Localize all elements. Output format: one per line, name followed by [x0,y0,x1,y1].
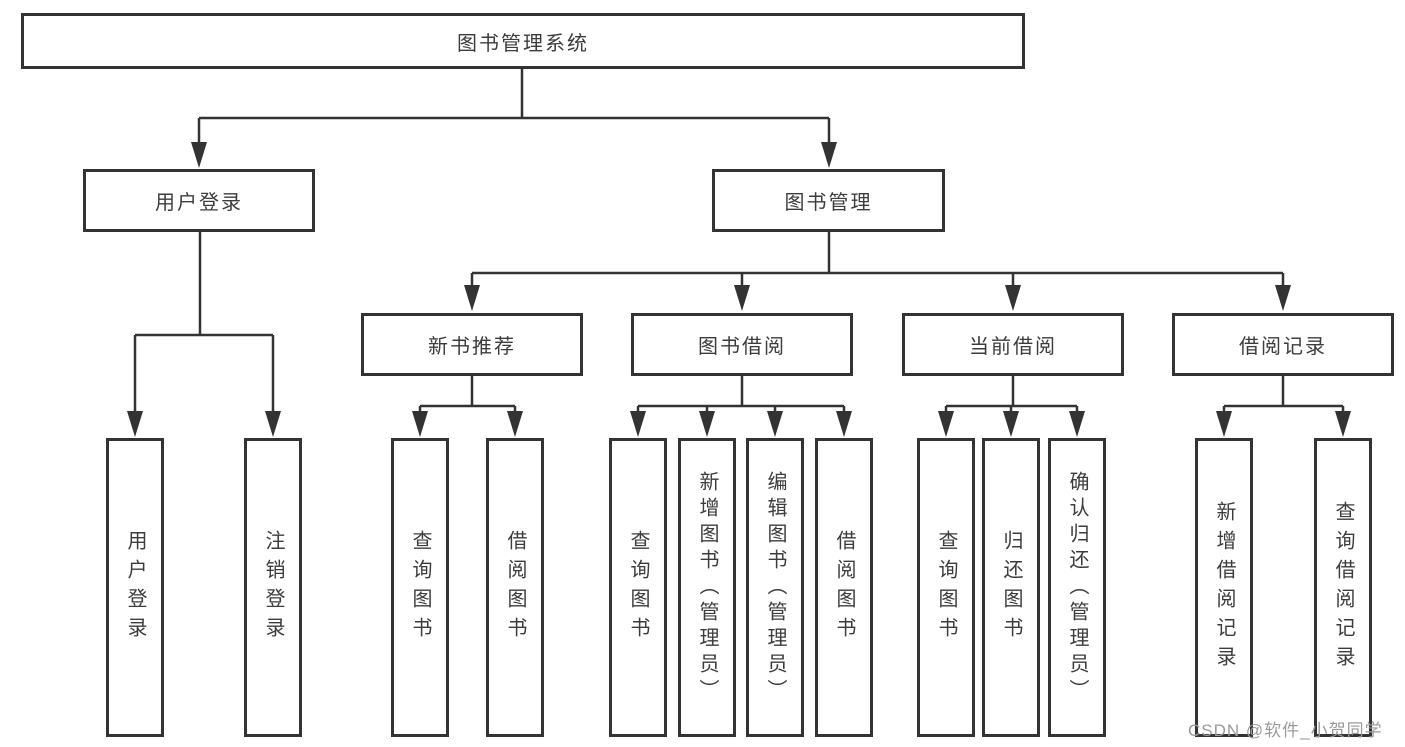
csdn-watermark: CSDN @软件_小贺同学 [1188,721,1383,740]
leaf-node: 确认归还（管理员） [1048,438,1106,737]
leaf-node: 新增借阅记录 [1195,438,1253,737]
leaf-node: 用户登录 [106,438,164,737]
leaf-node: 查询图书 [391,438,449,737]
leaf-node: 新增图书（管理员） [678,438,736,737]
node-borrow-records: 借阅记录 [1172,313,1394,376]
node-root: 图书管理系统 [21,13,1025,69]
leaf-node: 借阅图书 [486,438,544,737]
node-book-management: 图书管理 [712,169,945,232]
leaf-node: 注销登录 [244,438,302,737]
node-new-book-recommend: 新书推荐 [361,313,583,376]
leaf-node: 编辑图书（管理员） [746,438,804,737]
arrowhead-icons [127,142,1351,437]
leaf-node: 查询借阅记录 [1314,438,1372,737]
node-user-login: 用户登录 [83,169,315,232]
leaf-node: 归还图书 [982,438,1040,737]
leaf-node: 查询图书 [917,438,975,737]
node-book-borrow: 图书借阅 [631,313,853,376]
leaf-node: 借阅图书 [815,438,873,737]
node-current-borrow: 当前借阅 [902,313,1124,376]
leaf-node: 查询图书 [609,438,667,737]
